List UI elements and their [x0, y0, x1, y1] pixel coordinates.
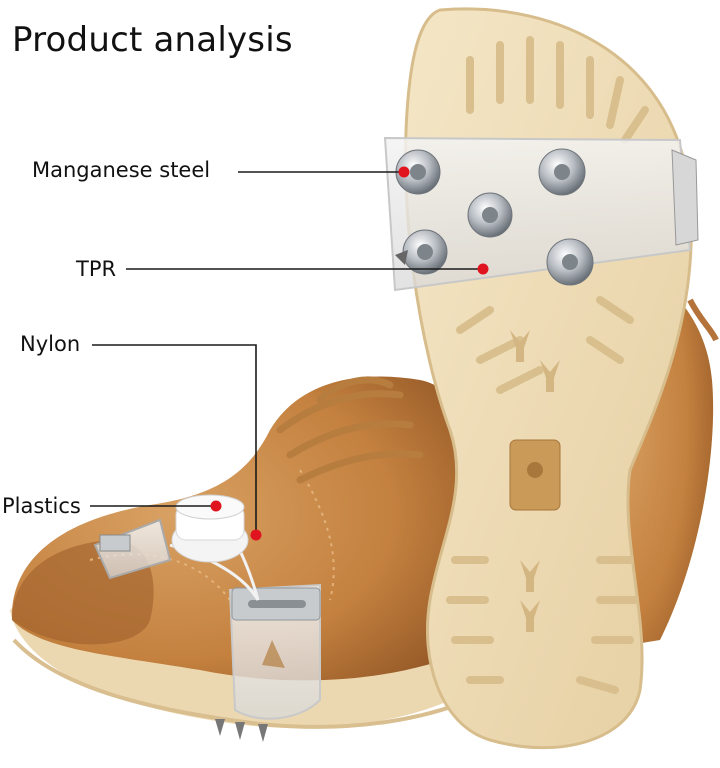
marker-nylon [250, 529, 262, 541]
page-title: Product analysis [12, 20, 293, 60]
label-nylon: Nylon [20, 332, 81, 356]
label-manganese-steel: Manganese steel [32, 158, 211, 182]
marker-manganese-steel [398, 166, 410, 178]
markers [210, 166, 489, 541]
tpr-band [383, 136, 699, 292]
plastic-dial [171, 494, 249, 563]
leader-nylon [92, 344, 257, 535]
marker-plastics [210, 500, 222, 512]
label-tpr: TPR [76, 257, 117, 281]
side-bracket [93, 518, 172, 580]
leader-lines [90, 171, 483, 535]
marker-tpr [477, 263, 489, 275]
label-plastics: Plastics [2, 494, 81, 518]
steel-studs [395, 148, 594, 286]
toe-strap [228, 583, 321, 720]
